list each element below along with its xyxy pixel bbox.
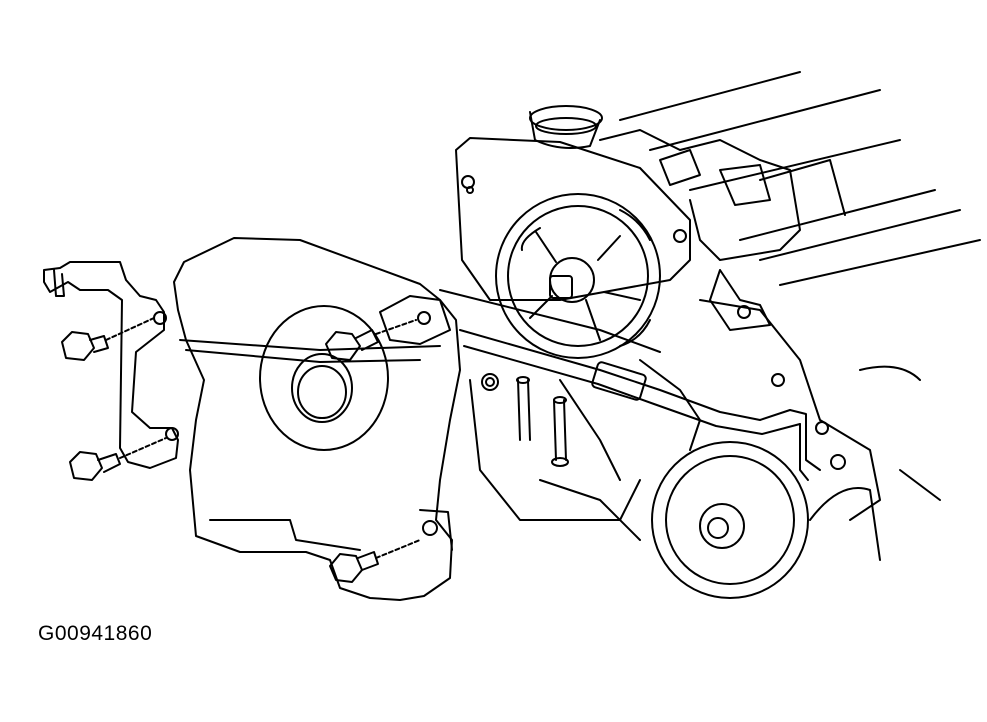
timing-belt-cover — [174, 238, 460, 600]
figure-id-label: G00941860 — [38, 622, 153, 645]
crankshaft-pulley — [652, 442, 880, 598]
hose — [440, 290, 820, 480]
engine-mount-bracket — [44, 262, 178, 468]
cover-bolt — [326, 320, 416, 360]
cover-bolt — [70, 438, 166, 480]
cover-bolt — [62, 318, 154, 360]
engine-block — [456, 72, 980, 540]
camshaft-sprocket — [496, 194, 660, 358]
crankshaft-opening — [260, 306, 388, 450]
cover-bolt — [330, 540, 420, 582]
